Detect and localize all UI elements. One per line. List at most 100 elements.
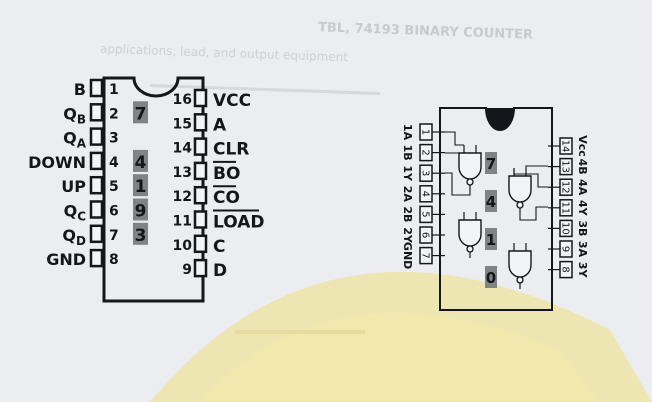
wire: [519, 206, 548, 221]
pin-box: [89, 248, 104, 268]
digit-label: 7: [135, 104, 147, 124]
wire: [445, 172, 471, 196]
gate-bubble: [516, 276, 524, 284]
pin-label-main: GND: [46, 250, 86, 269]
pin-box: [89, 151, 104, 171]
pin-number: 11: [560, 201, 571, 214]
pin-number: 6: [109, 204, 119, 220]
pin-box: [193, 88, 208, 108]
faint-line: [235, 330, 365, 334]
watermark-arc-inner: [200, 312, 600, 402]
chip-left-body: [102, 76, 205, 303]
pin-number: 10: [173, 238, 193, 254]
pin-label: 3Y: [576, 262, 589, 279]
digit-box: [485, 228, 497, 250]
pin-number: 14: [173, 141, 193, 157]
gate-bubble: [466, 178, 474, 186]
pin-number: 6: [420, 232, 431, 238]
nand-gate-4: [508, 168, 532, 214]
pin-label-main: DOWN: [28, 153, 86, 172]
pin-number: 4: [109, 155, 119, 171]
pin-box: [89, 127, 104, 146]
gate-body: [508, 175, 532, 203]
pin-number: 16: [173, 92, 192, 108]
digit-label: 9: [135, 202, 147, 222]
chip-right-notch: [486, 108, 514, 130]
left-chip-pin-1: 1B: [74, 78, 119, 99]
gate-bubble: [516, 201, 524, 209]
pin-label: 1Y: [401, 165, 414, 182]
pin-label-main: Q: [63, 104, 77, 123]
pin-box: [89, 224, 104, 244]
digit-label: 3: [135, 226, 147, 246]
pin-number: 1: [109, 82, 119, 98]
pin-label-main: Q: [62, 226, 76, 245]
pin-number: 5: [420, 211, 431, 217]
pin-box: [89, 103, 104, 122]
pin-label-subscript: D: [76, 234, 86, 248]
pin-box: [193, 258, 208, 278]
pin-label: CO: [213, 188, 240, 208]
pin-number: 1: [420, 129, 431, 135]
pin-box: [89, 200, 104, 219]
pin-label: GND: [46, 250, 86, 269]
pin-number: 4: [420, 191, 431, 197]
pin-number: 13: [173, 165, 192, 181]
digit-box: [133, 222, 148, 245]
wire: [513, 168, 548, 188]
pin-label-subscript: C: [77, 210, 86, 224]
gate-chip-right-pin-11: 11 4Y: [548, 199, 589, 217]
pin-box: [193, 113, 208, 132]
pin-label: 4Y: [576, 200, 589, 217]
pin-number: 3: [109, 131, 119, 147]
pin-label: QA: [63, 129, 87, 151]
digit-label: 4: [135, 153, 147, 173]
pin-box: [193, 234, 208, 254]
gate-body: [458, 152, 482, 180]
pin-label: B: [74, 80, 86, 99]
pin-label: 2A: [401, 186, 414, 203]
digit-box: [485, 190, 497, 212]
pin-box: [89, 78, 104, 98]
pin-label: 2B: [401, 206, 414, 222]
wire: [445, 131, 464, 146]
wire: [525, 165, 548, 168]
pin-number: 7: [420, 252, 431, 258]
right-chip-pin-16: 16 VCC: [173, 88, 251, 111]
pin-label: 4A: [576, 179, 589, 196]
nand-gate-3: [508, 243, 532, 289]
pin-number: 2: [109, 106, 119, 122]
pin-number: 15: [173, 116, 192, 132]
pin-number: 12: [560, 181, 571, 194]
digit-label: 0: [486, 269, 496, 287]
pin-label: 1A: [401, 124, 414, 141]
pin-number: 13: [560, 160, 571, 173]
pin-label: VCC: [213, 91, 251, 111]
pin-label: QD: [62, 226, 86, 248]
nand-gate-2: [458, 212, 482, 258]
gate-chip-left-pin-3: 31Y: [401, 164, 445, 182]
pin-box: [193, 210, 208, 229]
pin-number: 9: [560, 246, 571, 252]
gate-body: [508, 250, 532, 278]
pin-number: 10: [560, 222, 571, 235]
pin-box: [193, 161, 208, 181]
digit-box: [485, 152, 497, 174]
pin-number: 7: [109, 228, 119, 244]
digit-label: 7: [486, 155, 496, 173]
faint-line: [150, 83, 380, 96]
pin-label: QB: [63, 104, 86, 126]
pin-label-main: B: [74, 80, 86, 99]
pin-label-subscript: B: [77, 112, 86, 126]
